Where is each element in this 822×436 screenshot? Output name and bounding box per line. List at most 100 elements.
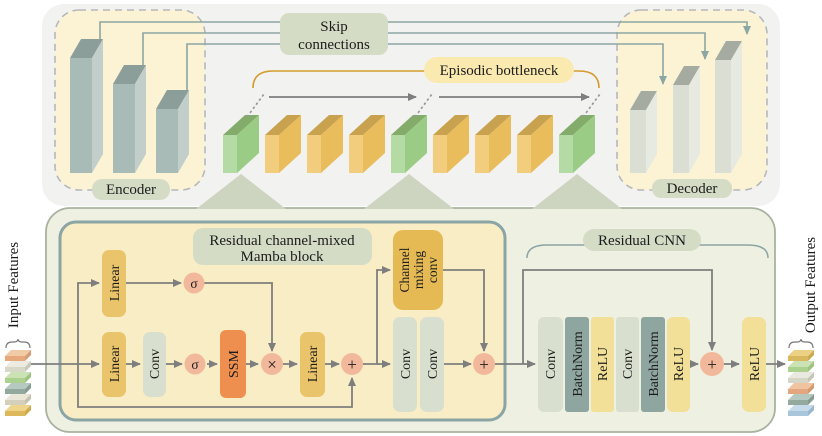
svg-text:Episodic bottleneck: Episodic bottleneck <box>440 63 559 79</box>
svg-text:Channel: Channel <box>397 247 412 292</box>
encoder-bar-3 <box>156 90 189 173</box>
bottleneck-slab-2-yellow <box>265 115 301 173</box>
decoder-bar-1 <box>630 91 657 173</box>
cnn-conv-box-1: Conv <box>538 317 563 412</box>
svg-text:Conv: Conv <box>621 349 636 379</box>
svg-text:+: + <box>707 355 717 374</box>
feature-layer <box>788 383 814 394</box>
sigma-circle-1: σ <box>183 272 205 294</box>
feature-layer <box>5 372 31 383</box>
svg-text:mixing: mixing <box>411 251 426 290</box>
bottleneck-slab-5-green <box>391 115 427 173</box>
svg-text:ReLU: ReLU <box>672 347 687 381</box>
svg-text:BatchNorm: BatchNorm <box>571 331 586 396</box>
svg-text:σ: σ <box>191 357 199 372</box>
channel-mixing-conv-box: Channel mixing conv <box>393 230 443 310</box>
bottleneck-slab-8-yellow <box>517 115 553 173</box>
plus-circle-1: + <box>341 353 363 375</box>
skip-connection-lines <box>99 21 751 95</box>
bottleneck-slab-7-yellow <box>475 115 511 173</box>
callout-wedge-3 <box>532 174 622 209</box>
cnn-conv-box-2: Conv <box>616 317 639 412</box>
svg-text:Encoder: Encoder <box>106 182 156 198</box>
bottleneck-slab-9-green <box>559 115 595 173</box>
residual-cnn-wiring <box>522 269 786 368</box>
input-features: Input Features <box>5 242 31 416</box>
feature-layer <box>788 394 814 405</box>
top-overview: Skip connections Episodic bottleneck <box>42 4 780 206</box>
encoder-bar-1 <box>70 39 103 173</box>
feature-layer <box>5 350 31 361</box>
feature-layer <box>788 350 814 361</box>
svg-text:SSM: SSM <box>227 349 242 378</box>
output-features: Output Features <box>788 237 819 416</box>
feature-layer <box>5 383 31 394</box>
decoder-label: Decoder <box>652 179 732 198</box>
encoder-label: Encoder <box>92 179 170 200</box>
bottleneck-slab-6-yellow <box>433 115 469 173</box>
svg-text:Linear: Linear <box>108 345 123 382</box>
svg-text:ReLU: ReLU <box>596 347 611 381</box>
svg-text:Conv: Conv <box>544 349 559 379</box>
mamba-wiring <box>28 266 536 408</box>
ssm-box: SSM <box>220 330 246 398</box>
encoder-bar-2 <box>113 65 146 173</box>
feature-layer <box>5 361 31 372</box>
svg-text:σ: σ <box>190 276 198 291</box>
svg-text:+: + <box>479 355 489 374</box>
input-features-label: Input Features <box>6 242 22 328</box>
skip-label-line1: Skip <box>320 19 348 35</box>
final-relu-box: ReLU <box>742 317 766 412</box>
input-brace <box>5 338 31 349</box>
conv-box-1: Conv <box>143 332 166 397</box>
multiply-circle: × <box>261 353 283 375</box>
conv-box-2: Conv <box>393 317 417 412</box>
callout-wedge-2 <box>364 174 454 209</box>
svg-text:BatchNorm: BatchNorm <box>647 331 662 396</box>
svg-text:+: + <box>347 355 357 374</box>
svg-text:Decoder: Decoder <box>667 181 718 197</box>
svg-text:Linear: Linear <box>108 264 123 301</box>
cnn-batchnorm-box-1: BatchNorm <box>565 317 589 412</box>
residual-cnn-label: Residual CNN <box>583 229 701 251</box>
feature-layer <box>788 405 814 416</box>
svg-text:Conv: Conv <box>148 349 163 379</box>
feature-layer <box>5 405 31 416</box>
callout-wedge-1 <box>196 174 286 209</box>
episodic-bottleneck-label: Episodic bottleneck <box>424 57 574 83</box>
mamba-block-title: Residual channel-mixed Mamba block <box>193 228 372 265</box>
output-features-label: Output Features <box>803 237 819 333</box>
linear-out-box: Linear <box>300 332 325 397</box>
svg-text:ReLU: ReLU <box>748 347 763 381</box>
cnn-batchnorm-box-2: BatchNorm <box>641 317 665 412</box>
svg-text:Mamba block: Mamba block <box>241 249 324 265</box>
linear-main-box: Linear <box>102 332 126 397</box>
plus-circle-3: + <box>700 352 724 376</box>
svg-text:Residual CNN: Residual CNN <box>598 233 686 249</box>
skip-connections-label: Skip connections <box>280 13 388 55</box>
bottleneck-slab-1-green <box>223 115 259 173</box>
plus-circle-2: + <box>473 353 495 375</box>
svg-text:Linear: Linear <box>306 345 321 382</box>
bottleneck-slab-3-yellow <box>307 115 343 173</box>
bottleneck-slab-4-yellow <box>349 115 385 173</box>
svg-text:Residual channel-mixed: Residual channel-mixed <box>209 233 355 249</box>
feature-layer <box>5 394 31 405</box>
skip-label-line2: connections <box>298 37 370 53</box>
feature-layer <box>788 361 814 372</box>
input-feature-stack <box>5 350 31 416</box>
bottom-detail: Residual channel-mixed Mamba block Linea… <box>28 174 786 433</box>
decoder-bar-2 <box>673 66 700 173</box>
cnn-relu-box-2: ReLU <box>667 317 690 412</box>
linear-top-box: Linear <box>102 250 126 317</box>
conv-box-3: Conv <box>420 317 444 412</box>
output-brace <box>788 338 814 349</box>
svg-text:Conv: Conv <box>426 349 441 379</box>
svg-text:Conv: Conv <box>399 349 414 379</box>
svg-text:conv: conv <box>425 257 440 283</box>
output-feature-stack <box>788 350 814 416</box>
svg-text:×: × <box>267 355 277 374</box>
cnn-relu-box-1: ReLU <box>591 317 614 412</box>
